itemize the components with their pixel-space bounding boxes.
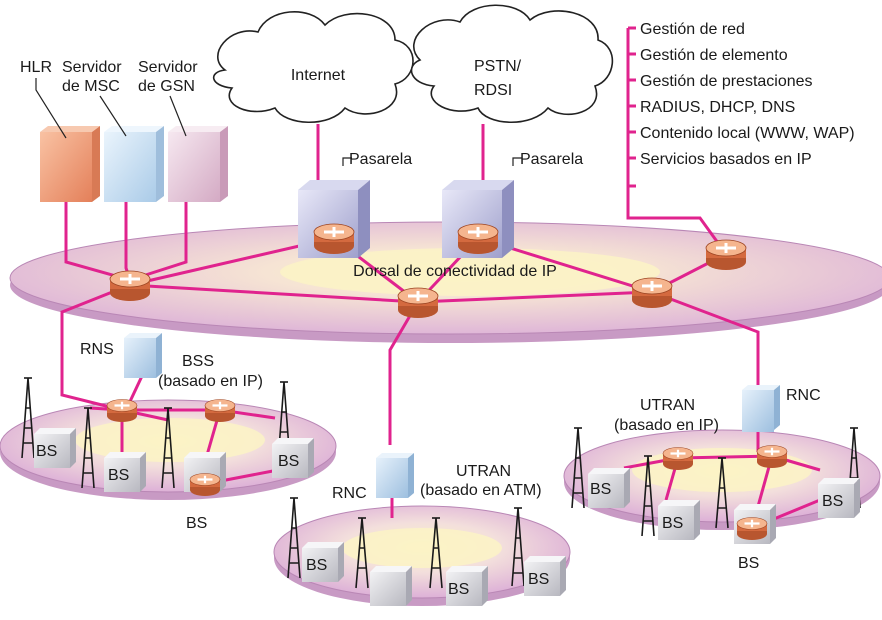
bss-label-line2: (basado en IP) (158, 373, 263, 390)
msc-label-line2: de MSC (62, 78, 120, 95)
internet-label: Internet (291, 67, 346, 84)
services-list: Gestión de red Gestión de elemento Gesti… (626, 21, 855, 188)
router-icon (204, 399, 236, 422)
backbone-label: Dorsal de conectividad de IP (353, 263, 557, 280)
bs-label: BS (662, 515, 683, 532)
msc-server (104, 126, 164, 202)
router-icon (705, 239, 747, 270)
bs-label: BS (590, 481, 611, 498)
router-icon (397, 287, 439, 318)
utran-atm-label-line1: UTRAN (456, 463, 511, 480)
bs-label: BS (186, 515, 207, 532)
rns-label: RNS (80, 341, 114, 358)
server-callout-lines (35, 78, 187, 139)
bs-label: BS (528, 571, 549, 588)
hlr-server (40, 126, 100, 202)
bs-label: BS (738, 555, 759, 572)
bs-label: BS (822, 493, 843, 510)
pstn-label-line1: PSTN/ (474, 58, 522, 75)
utran-ip-label-line1: UTRAN (640, 397, 695, 414)
gsn-label-line1: Servidor (138, 59, 198, 76)
rnc-right-box (742, 385, 780, 432)
service-item: RADIUS, DHCP, DNS (640, 99, 795, 116)
bs-label: BS (448, 581, 469, 598)
rnc-right-label: RNC (786, 387, 821, 404)
service-item: Gestión de prestaciones (640, 73, 813, 90)
utran-ip-ellipse (563, 429, 881, 530)
bs-label: BS (278, 453, 299, 470)
service-item: Contenido local (WWW, WAP) (640, 125, 855, 142)
rnc-middle-label: RNC (332, 485, 367, 502)
pstn-cloud: PSTN/ RDSI (410, 4, 614, 124)
gsn-server (168, 126, 228, 202)
utran-atm-ellipse (273, 505, 571, 606)
router-icon (189, 473, 221, 496)
router-icon (457, 223, 499, 254)
tower-icons (21, 377, 861, 589)
utran-ip-label-line2: (basado en IP) (614, 417, 719, 434)
router-icon (631, 277, 673, 308)
hlr-label: HLR (20, 59, 52, 76)
router-icon (106, 399, 138, 422)
router-icons (106, 223, 788, 540)
gsn-label-line2: de GSN (138, 78, 195, 95)
router-icon (736, 517, 768, 540)
router-icon (313, 223, 355, 254)
bs-label: BS (36, 443, 57, 460)
bs-label: BS (306, 557, 327, 574)
bss-label-line1: BSS (182, 353, 214, 370)
rns-box (124, 333, 162, 378)
gateway-left-label: Pasarela (349, 151, 412, 168)
gateway-callouts (342, 157, 522, 166)
gateway-right-label: Pasarela (520, 151, 583, 168)
rnc-middle-box (376, 453, 414, 498)
service-item: Gestión de elemento (640, 47, 788, 64)
msc-label-line1: Servidor (62, 59, 122, 76)
pstn-label-line2: RDSI (474, 82, 512, 99)
utran-atm-label-line2: (basado en ATM) (420, 482, 542, 499)
service-item: Servicios basados en IP (640, 151, 812, 168)
router-icon (756, 445, 788, 468)
bs-cubes (34, 428, 860, 606)
bs-label: BS (108, 467, 129, 484)
router-icon (109, 270, 151, 301)
internet-cloud: Internet (213, 11, 414, 124)
service-item: Gestión de red (640, 21, 745, 38)
router-icon (662, 447, 694, 470)
